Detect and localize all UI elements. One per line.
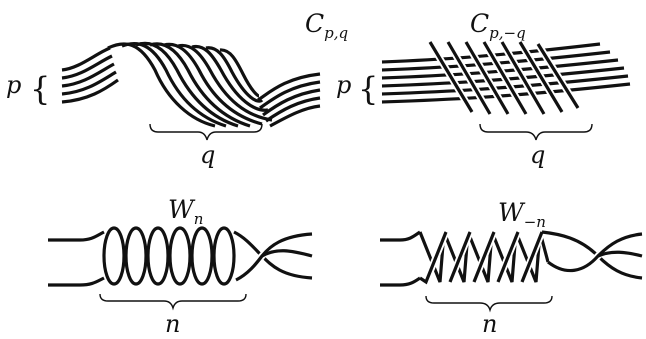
panel-cp-neg-q-p-brace: {	[358, 70, 378, 108]
panel-cp-neg-q-p-label: p	[336, 71, 351, 99]
panel-cpq-q-label: q	[200, 141, 215, 169]
panel-cp-neg-q-q-label: q	[530, 141, 545, 169]
panel-w-neg-n-title-main: W	[498, 198, 526, 227]
panel-cp-neg-q-title-sub: p,−q	[489, 24, 526, 42]
panel-w-neg-n: W−n n	[380, 198, 643, 338]
panel-cp-neg-q-title-main: C	[470, 9, 489, 38]
panel-cp-neg-q: Cp,−q p { q	[336, 9, 631, 169]
panel-cpq-p-brace: {	[30, 70, 50, 108]
panel-cpq-strands	[61, 41, 321, 128]
panel-cp-neg-q-title: Cp,−q	[470, 9, 526, 42]
panel-cpq-title: Cp,q	[305, 9, 348, 42]
panel-wn-title: Wn	[168, 195, 203, 228]
panel-wn-strands	[48, 226, 313, 287]
panel-w-neg-n-title: W−n	[498, 198, 546, 231]
panel-w-neg-n-n-brace	[425, 295, 553, 313]
panel-wn-title-sub: n	[194, 210, 204, 228]
panel-cpq-title-main: C	[305, 9, 324, 38]
panel-w-neg-n-n-label: n	[482, 310, 497, 338]
panel-wn-n-brace	[99, 293, 247, 311]
panel-cpq: Cp,q p { q	[6, 9, 348, 169]
panel-wn-title-main: W	[168, 195, 196, 224]
panel-wn-n-label: n	[165, 310, 180, 338]
panel-w-neg-n-title-sub: −n	[524, 213, 546, 231]
panel-cp-neg-q-strands	[381, 40, 631, 116]
panel-cp-neg-q-q-brace	[479, 123, 593, 141]
panel-wn: Wn n	[48, 195, 313, 338]
panel-cpq-title-sub: p,q	[324, 24, 348, 42]
panel-cpq-p-label: p	[6, 71, 21, 99]
panel-w-neg-n-strands	[380, 230, 643, 287]
panel-cpq-q-brace	[149, 123, 263, 141]
